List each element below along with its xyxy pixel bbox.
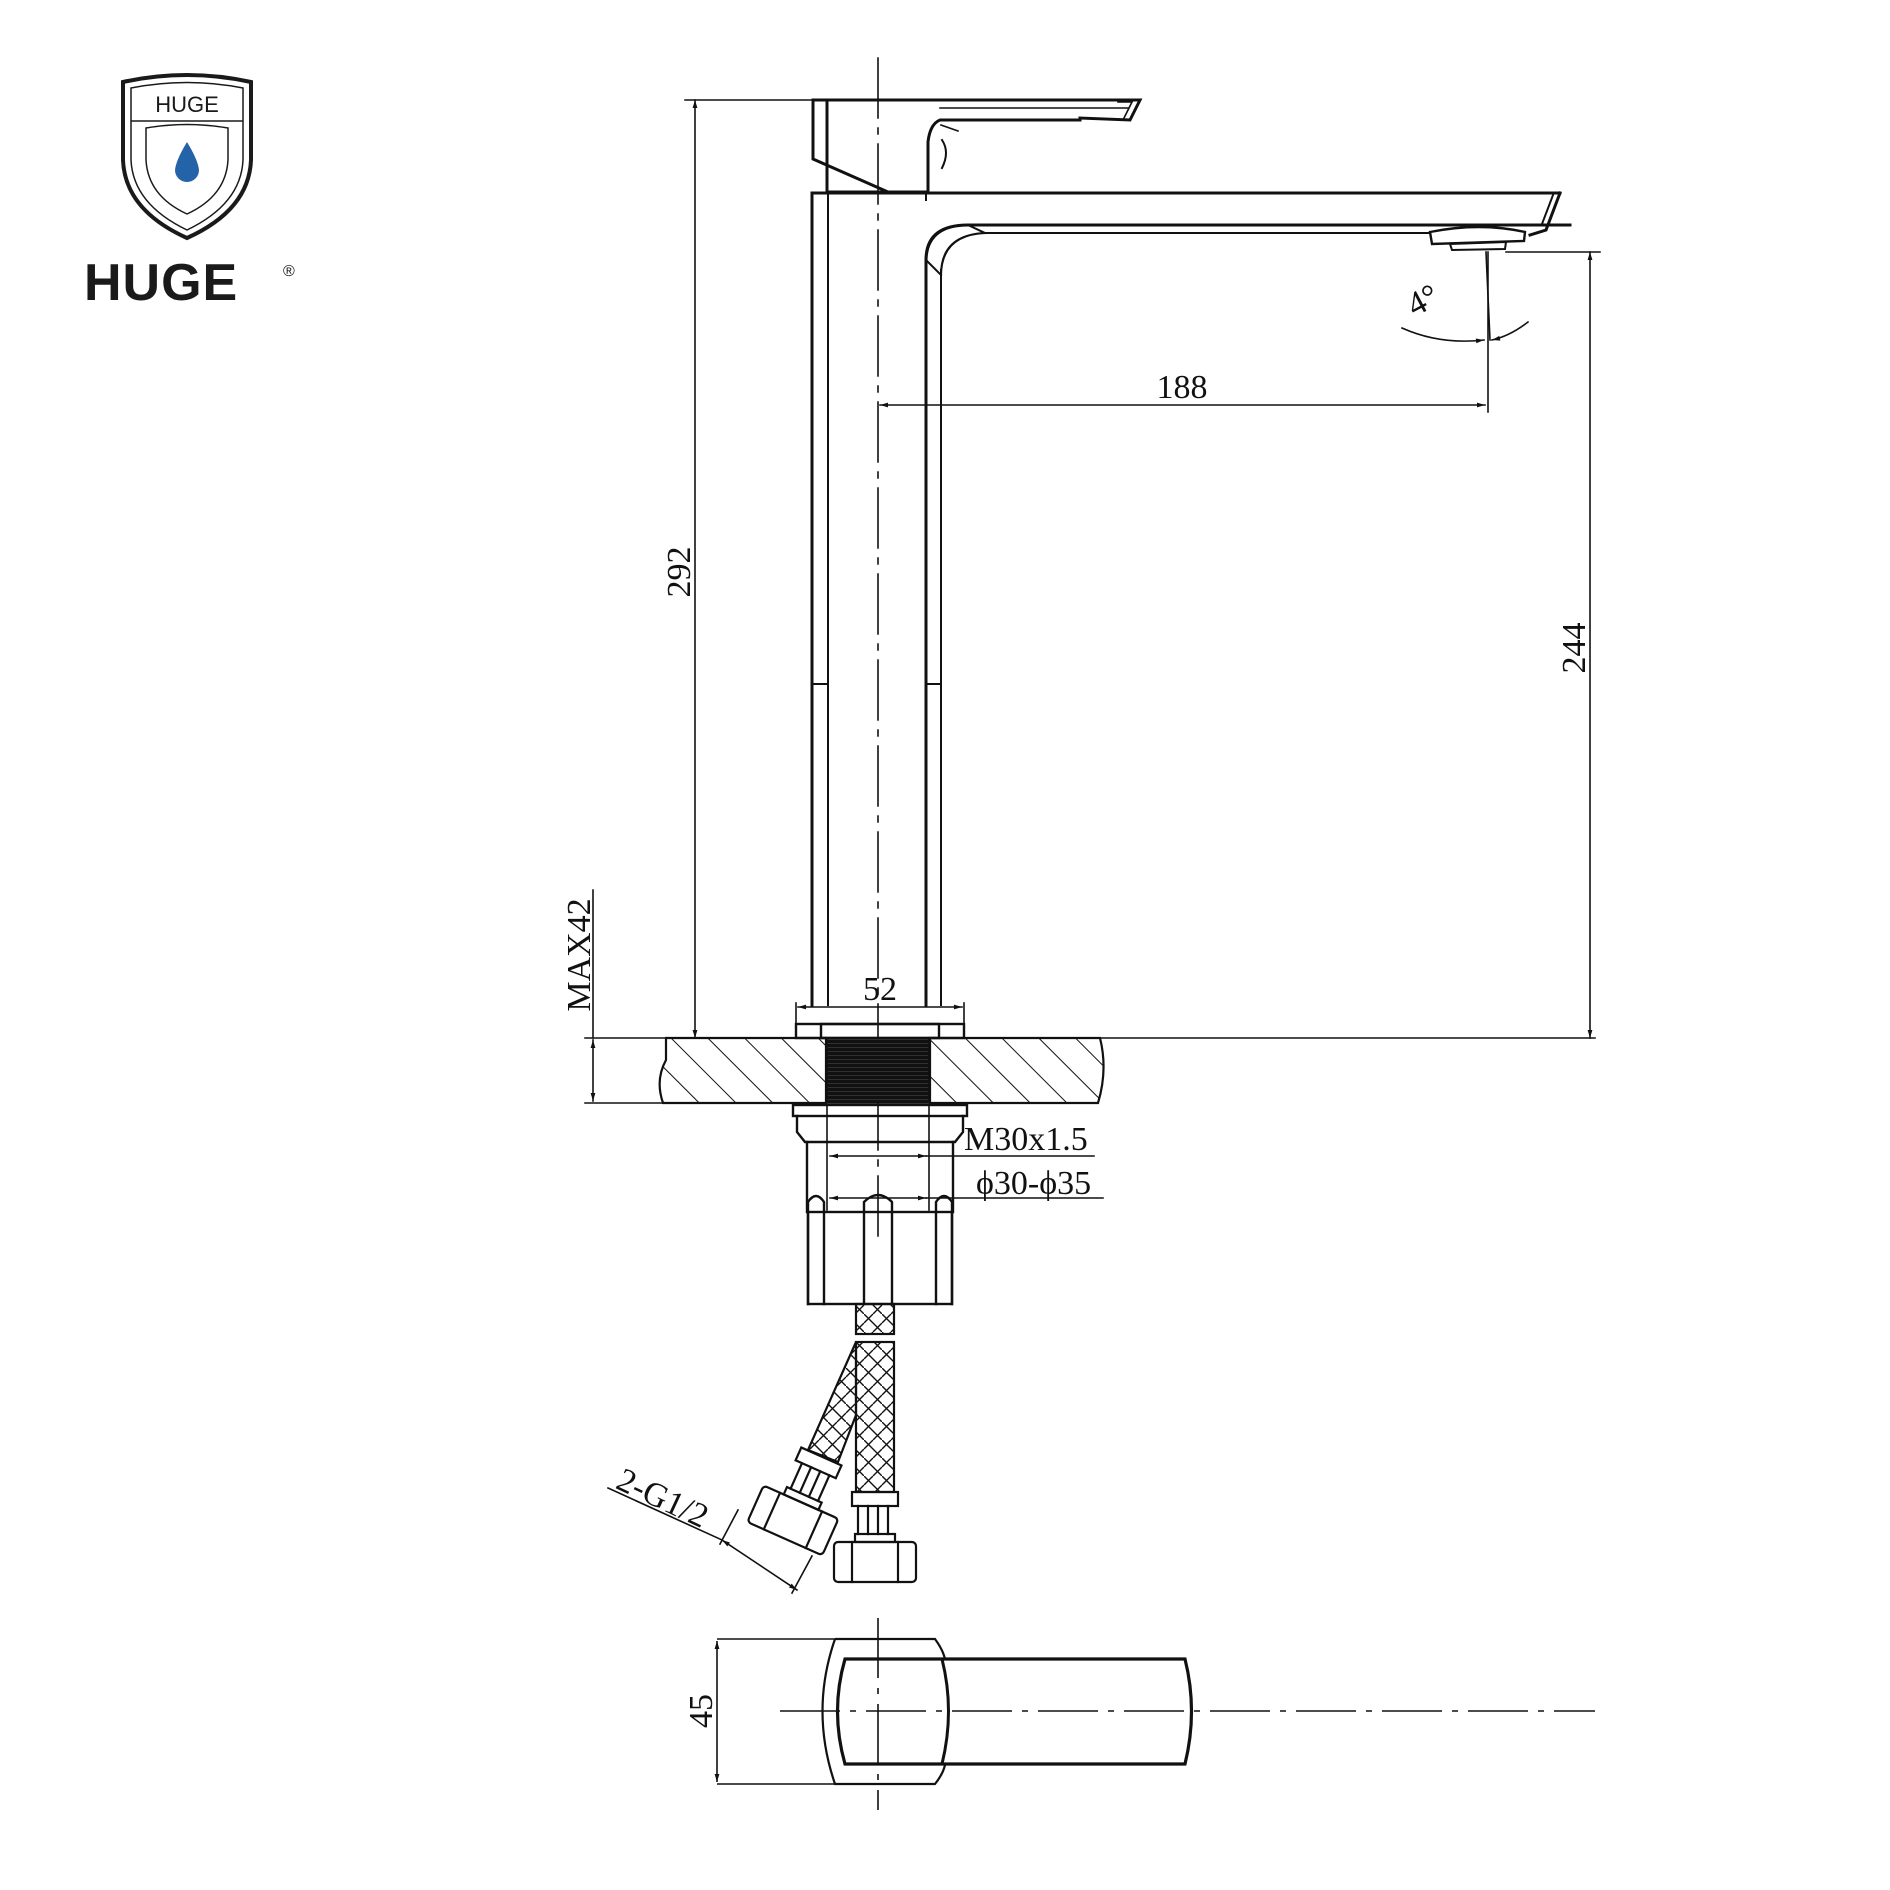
supply-hoses xyxy=(747,1302,918,1584)
dim-hose-connection: 2-G1/2 xyxy=(611,1461,714,1535)
countertop-section xyxy=(658,1036,1105,1105)
dim-spout-angle: 4° xyxy=(1401,277,1445,324)
water-drop-icon xyxy=(175,142,199,182)
base-escutcheon xyxy=(794,1022,966,1040)
fixing-nut-assembly xyxy=(791,1103,969,1306)
dim-body-width-plan: 45 xyxy=(683,1694,720,1728)
dimension-lines xyxy=(590,99,1601,1595)
front-elevation-view: 292 244 188 4° 52 MAX42 M30x1.5 ϕ30-ϕ35 … xyxy=(561,57,1601,1595)
registered-mark: ® xyxy=(283,263,295,280)
dim-base-diameter: 52 xyxy=(863,971,897,1008)
dim-max-counter-thickness: MAX42 xyxy=(561,898,598,1011)
faucet-body xyxy=(810,191,1572,1007)
shield-text: HUGE xyxy=(155,92,219,117)
dim-overall-height: 292 xyxy=(661,547,698,598)
dim-spout-reach: 188 xyxy=(1157,369,1208,406)
dim-spout-height: 244 xyxy=(1556,623,1593,674)
lever-handle xyxy=(811,98,1143,201)
brand-logo: HUGE HUGE ® xyxy=(84,73,295,312)
dimension-labels: 292 244 188 4° 52 MAX42 M30x1.5 ϕ30-ϕ35 … xyxy=(561,277,1593,1535)
dim-thread: M30x1.5 xyxy=(964,1121,1088,1158)
dim-hole-diameter: ϕ30-ϕ35 xyxy=(976,1165,1091,1202)
plan-view: 45 xyxy=(683,1618,1595,1810)
threaded-shank xyxy=(826,1037,930,1104)
brand-wordmark: HUGE xyxy=(84,254,238,312)
shield-icon: HUGE xyxy=(121,73,253,241)
